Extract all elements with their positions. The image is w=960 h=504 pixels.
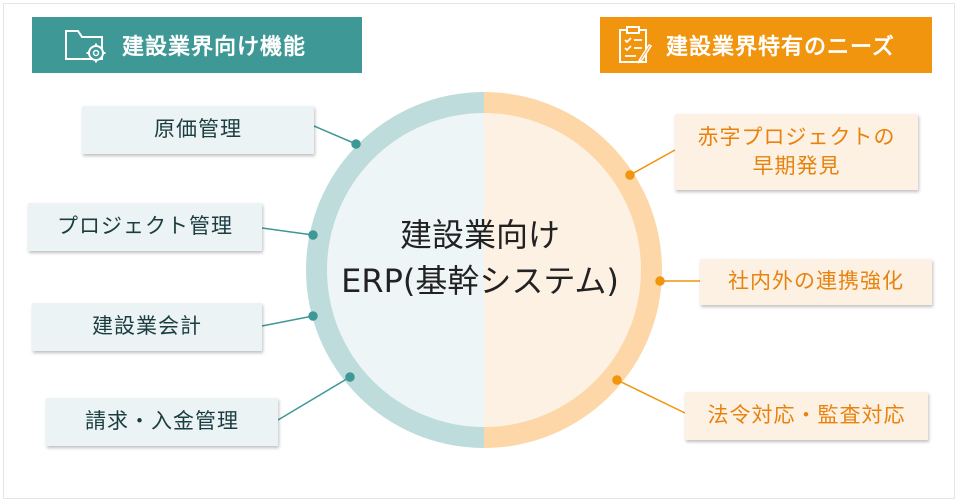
feature-construction-accounting: 建設業会計 <box>32 303 262 351</box>
need-label: 法令対応・監査対応 <box>707 403 906 428</box>
connector-left-3 <box>261 315 314 327</box>
connector-dot-right-3 <box>612 375 622 385</box>
center-line-2: ERP(基幹システム) <box>341 262 619 301</box>
connector-left-4 <box>277 376 351 421</box>
folder-gear-icon <box>62 25 112 65</box>
feature-project-management: プロジェクト管理 <box>28 203 262 251</box>
outer-frame <box>3 3 955 499</box>
need-collaboration: 社内外の連携強化 <box>700 259 932 305</box>
connector-dot-right-1 <box>625 170 635 180</box>
clipboard-checklist-icon <box>616 25 656 65</box>
connector-dot-left-3 <box>308 311 318 321</box>
need-label-line2: 早期発見 <box>752 154 841 178</box>
feature-label: プロジェクト管理 <box>57 214 233 239</box>
connector-right-3 <box>616 379 686 414</box>
need-label-line1: 赤字プロジェクトの <box>697 124 896 149</box>
connector-dot-right-2 <box>655 276 665 286</box>
header-construction-needs: 建設業界特有のニーズ <box>600 17 932 73</box>
connector-dot-left-1 <box>351 139 361 149</box>
inner-disc-left <box>327 113 484 427</box>
header-right-title: 建設業界特有のニーズ <box>666 35 895 60</box>
header-left-title: 建設業界向け機能 <box>122 35 307 60</box>
center-title: 建設業向け ERP(基幹システム) <box>330 212 630 305</box>
need-early-detection: 赤字プロジェクトの 早期発見 <box>675 114 918 190</box>
feature-label: 建設業会計 <box>92 314 202 339</box>
header-construction-features: 建設業界向け機能 <box>32 17 362 73</box>
inner-disc-right <box>484 113 641 427</box>
feature-billing-payment: 請求・入金管理 <box>46 398 278 446</box>
center-line-1: 建設業向け <box>399 216 560 254</box>
connector-left-2 <box>261 227 314 236</box>
feature-cost-management: 原価管理 <box>82 106 314 154</box>
feature-label: 原価管理 <box>154 117 242 142</box>
connector-left-1 <box>313 125 357 145</box>
connector-right-1 <box>629 149 676 176</box>
feature-label: 請求・入金管理 <box>85 409 239 434</box>
connector-dot-left-2 <box>308 230 318 240</box>
connector-dot-left-4 <box>345 372 355 382</box>
need-compliance-audit: 法令対応・監査対応 <box>685 392 928 440</box>
need-label: 社内外の連携強化 <box>728 269 904 294</box>
